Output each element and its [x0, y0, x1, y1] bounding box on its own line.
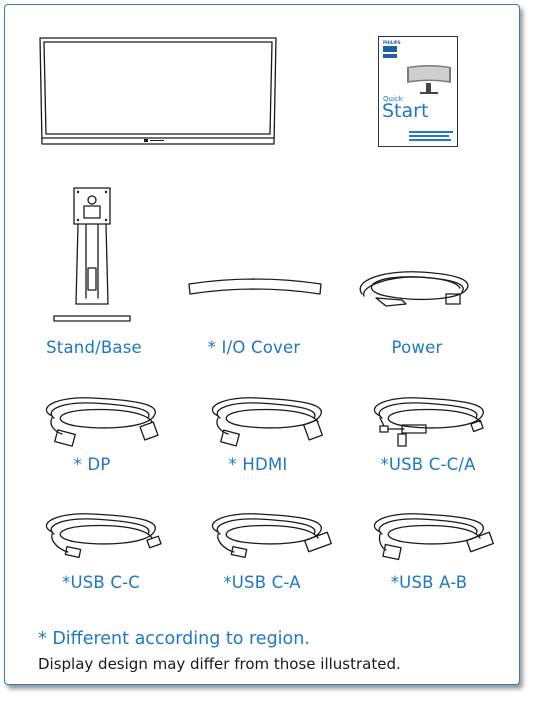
dp-cable-illustration — [36, 394, 170, 450]
booklet-title-small: Quick — [383, 95, 403, 103]
label-usb-c-c: *USB C-C — [62, 573, 140, 592]
booklet-brand: PHILIPS — [383, 40, 401, 45]
label-io-cover: * I/O Cover — [207, 338, 301, 357]
label-hdmi: * HDMI — [228, 455, 288, 474]
booklet-color-bar — [383, 54, 397, 58]
label-usb-a-b: *USB A-B — [390, 573, 468, 592]
power-cable-illustration — [356, 266, 478, 310]
booklet-monitor-photo — [405, 63, 453, 97]
region-note: * Different according to region. — [38, 629, 310, 649]
label-usb-c-c-a: *USB C-C/A — [380, 455, 476, 474]
booklet-fine-print — [409, 131, 453, 133]
label-usb-c-a: *USB C-A — [223, 573, 301, 592]
booklet-fine-print — [409, 135, 449, 137]
booklet-title-large: Start — [382, 100, 429, 122]
usb-c-c-cable-illustration — [36, 510, 170, 566]
usb-c-a-cable-illustration — [202, 510, 336, 566]
booklet-color-bar — [383, 46, 397, 52]
stand-base-illustration — [50, 186, 134, 326]
label-stand-base: Stand/Base — [46, 338, 142, 357]
hdmi-cable-illustration — [202, 394, 336, 450]
io-cover-illustration — [186, 276, 324, 300]
usb-c-c-a-cable-illustration — [364, 394, 498, 450]
booklet-fine-print — [409, 139, 451, 141]
usb-a-b-cable-illustration — [364, 510, 498, 566]
monitor-illustration — [38, 36, 278, 148]
label-power: Power — [391, 338, 443, 357]
quick-start-booklet: PHILIPS Quick Start — [378, 36, 458, 147]
design-disclaimer: Display design may differ from those ill… — [38, 655, 401, 673]
label-dp: * DP — [73, 455, 111, 474]
